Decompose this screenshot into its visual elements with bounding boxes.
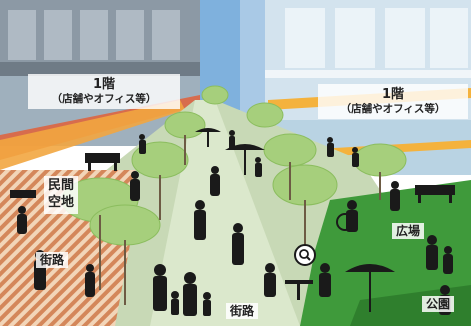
private-open-space-label: 民間 空地	[44, 176, 79, 214]
street-label-left: 街路	[36, 252, 69, 269]
street-label-center: 街路	[226, 303, 259, 320]
benches	[10, 153, 455, 203]
park-label: 公園	[422, 296, 455, 313]
pedestrian-silhouettes	[17, 130, 453, 316]
umbrellas	[195, 128, 395, 312]
plaza-park-green	[300, 180, 471, 326]
plaza-label: 広場	[392, 223, 425, 240]
private-open-space-line2: 空地	[48, 194, 75, 210]
left-floor-title: 1階	[92, 77, 116, 92]
right-floor-title: 1階	[381, 87, 405, 102]
magnifier-icon	[294, 244, 316, 266]
right-first-floor-label: 1階 （店舗やオフィス等）	[318, 84, 468, 120]
private-open-space-line1: 民間	[48, 178, 75, 193]
left-first-floor-label: 1階 （店舗やオフィス等）	[28, 74, 180, 110]
left-floor-subtitle: （店舗やオフィス等）	[51, 93, 157, 106]
right-floor-subtitle: （店舗やオフィス等）	[340, 103, 446, 116]
